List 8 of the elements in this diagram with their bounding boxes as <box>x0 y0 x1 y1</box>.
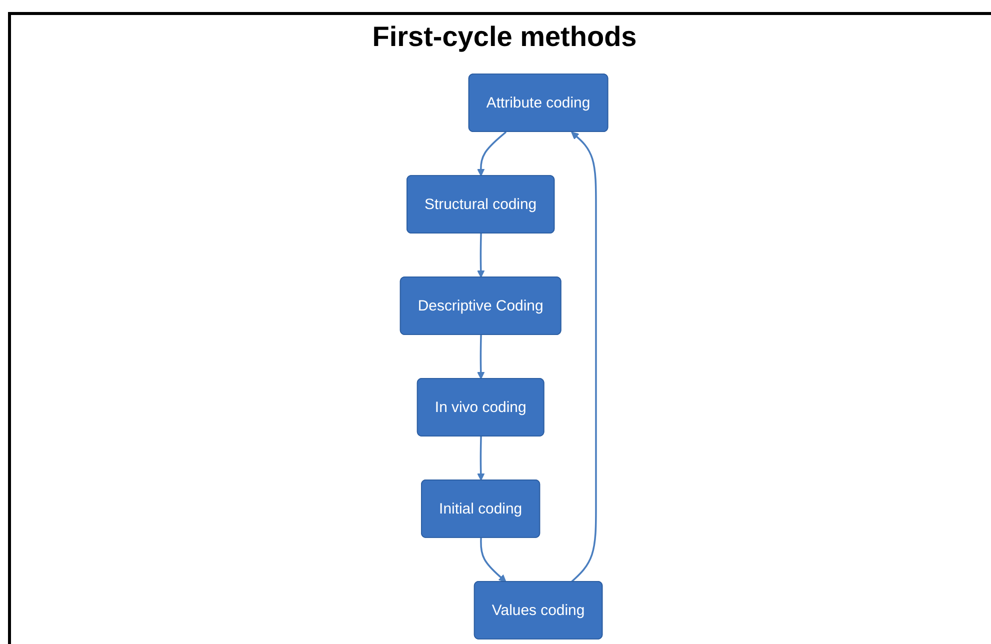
arrow <box>477 233 486 278</box>
arrow <box>477 131 508 176</box>
arrow <box>477 334 486 380</box>
arrow <box>477 436 486 481</box>
arrow <box>571 132 598 582</box>
frame-border: First-cycle methods Attribute coding Structural coding Descriptive Coding In vivo coding Initial coding Values coding <box>8 12 991 644</box>
title: First-cycle methods <box>372 21 637 52</box>
arrow <box>480 538 507 582</box>
